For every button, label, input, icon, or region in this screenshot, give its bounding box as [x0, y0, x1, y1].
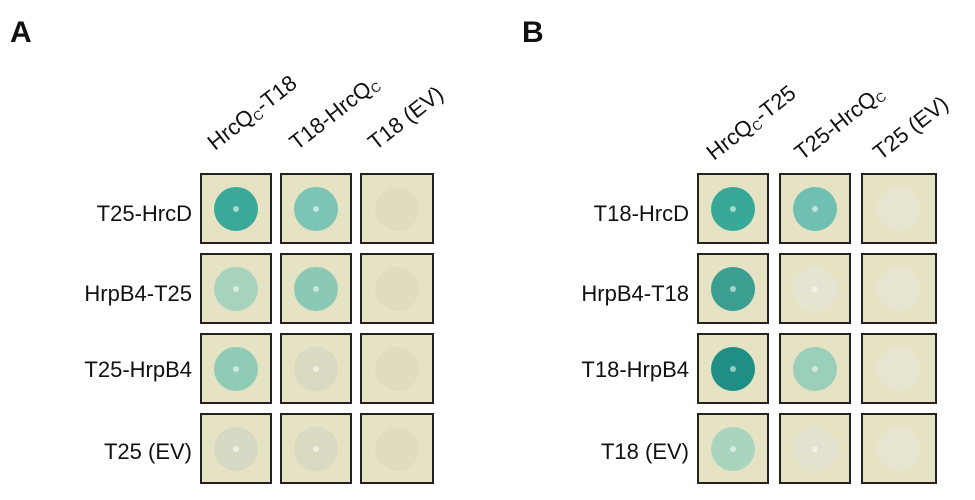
- colony-center: [730, 285, 736, 292]
- colony-spot: [375, 266, 419, 311]
- colony-spot: [877, 346, 921, 391]
- colony-spot: [793, 186, 837, 231]
- row-label-1: T25-HrcD: [96, 201, 192, 226]
- colony-tile: [200, 253, 272, 324]
- colony-tile: [861, 333, 937, 404]
- colony-tile: [779, 253, 851, 324]
- colony-spot: [375, 186, 419, 231]
- row-label-2: HrpB4-T18: [581, 281, 689, 306]
- row-label-4: T18 (EV): [600, 439, 689, 464]
- colony-spot: [294, 426, 338, 471]
- colony-spot: [214, 266, 258, 311]
- colony-tile: [360, 333, 434, 404]
- colony-center: [233, 285, 239, 292]
- colony-spot: [375, 346, 419, 391]
- row-label-4: T25 (EV): [103, 439, 192, 464]
- colony-center: [730, 445, 736, 452]
- colony-tile: [280, 253, 352, 324]
- row-label-1: T18-HrcD: [593, 201, 689, 226]
- colony-tile: [200, 333, 272, 404]
- row-label-2: HrpB4-T25: [84, 281, 192, 306]
- colony-spot: [711, 186, 755, 231]
- colony-tile: [200, 413, 272, 484]
- colony-tile: [200, 173, 272, 244]
- colony-tile: [779, 173, 851, 244]
- colony-center: [313, 445, 319, 452]
- colony-spot: [711, 426, 755, 471]
- colony-center: [812, 285, 818, 292]
- colony-spot: [877, 426, 921, 471]
- colony-tile: [861, 253, 937, 324]
- colony-tile: [861, 173, 937, 244]
- colony-spot: [793, 426, 837, 471]
- colony-tile: [360, 413, 434, 484]
- colony-tile: [360, 253, 434, 324]
- colony-spot: [877, 186, 921, 231]
- colony-tile: [697, 253, 769, 324]
- colony-center: [730, 205, 736, 212]
- row-label-3: T25-HrpB4: [84, 357, 192, 382]
- colony-center: [812, 365, 818, 372]
- colony-center: [233, 445, 239, 452]
- colony-center: [313, 285, 319, 292]
- colony-tile: [280, 333, 352, 404]
- colony-tile: [697, 333, 769, 404]
- colony-spot: [294, 346, 338, 391]
- colony-spot: [711, 266, 755, 311]
- colony-spot: [711, 346, 755, 391]
- colony-tile: [360, 173, 434, 244]
- colony-tile: [697, 173, 769, 244]
- colony-spot: [294, 266, 338, 311]
- panel-label: A: [10, 16, 32, 49]
- column-label-1: HrcQC-T18: [202, 70, 302, 155]
- colony-spot: [793, 266, 837, 311]
- colony-center: [313, 365, 319, 372]
- colony-spot: [375, 426, 419, 471]
- row-label-3: T18-HrpB4: [581, 357, 689, 382]
- colony-center: [812, 205, 818, 212]
- colony-spot: [214, 186, 258, 231]
- colony-spot: [793, 346, 837, 391]
- colony-center: [812, 445, 818, 452]
- colony-tile: [697, 413, 769, 484]
- colony-tile: [280, 173, 352, 244]
- colony-tile: [779, 413, 851, 484]
- colony-center: [313, 205, 319, 212]
- panel-b: B HrcQC-T25 T25-HrcQC T25 (EV) T18-HrcD …: [487, 0, 974, 500]
- colony-spot: [214, 426, 258, 471]
- colony-spot: [214, 346, 258, 391]
- colony-center: [730, 365, 736, 372]
- colony-spot: [877, 266, 921, 311]
- colony-center: [233, 205, 239, 212]
- colony-tile: [280, 413, 352, 484]
- column-label-1: HrcQC-T25: [701, 80, 801, 165]
- colony-tile: [779, 333, 851, 404]
- panel-a: A HrcQC-T18 T18-HrcQC T18 (EV) T25-HrcD …: [0, 0, 487, 500]
- colony-spot: [294, 186, 338, 231]
- colony-tile: [861, 413, 937, 484]
- panel-label: B: [522, 16, 544, 49]
- colony-center: [233, 365, 239, 372]
